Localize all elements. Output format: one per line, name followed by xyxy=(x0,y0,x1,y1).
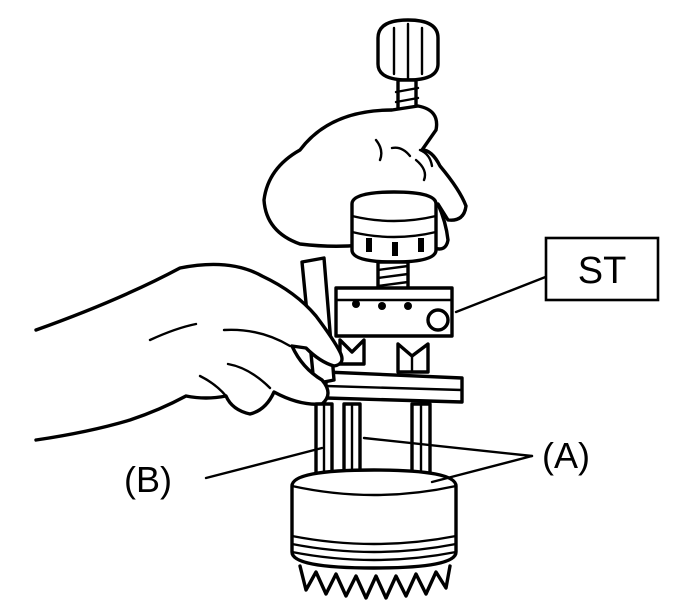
wing-nut-right xyxy=(396,342,430,374)
a-callout: (A) xyxy=(362,435,590,484)
b-label: (B) xyxy=(124,459,172,500)
puller-knob xyxy=(376,18,440,82)
lower-hand xyxy=(34,262,344,442)
puller-body xyxy=(350,190,438,264)
puller-plate xyxy=(324,370,464,404)
a-label: (A) xyxy=(542,435,590,476)
st-label: ST xyxy=(578,250,627,292)
lower-screw xyxy=(376,260,410,292)
gear-hub xyxy=(290,468,458,600)
st-crossbar xyxy=(334,286,454,338)
b-callout: (B) xyxy=(124,446,324,500)
st-callout: ST xyxy=(454,236,660,314)
wing-nut-left xyxy=(338,338,366,366)
